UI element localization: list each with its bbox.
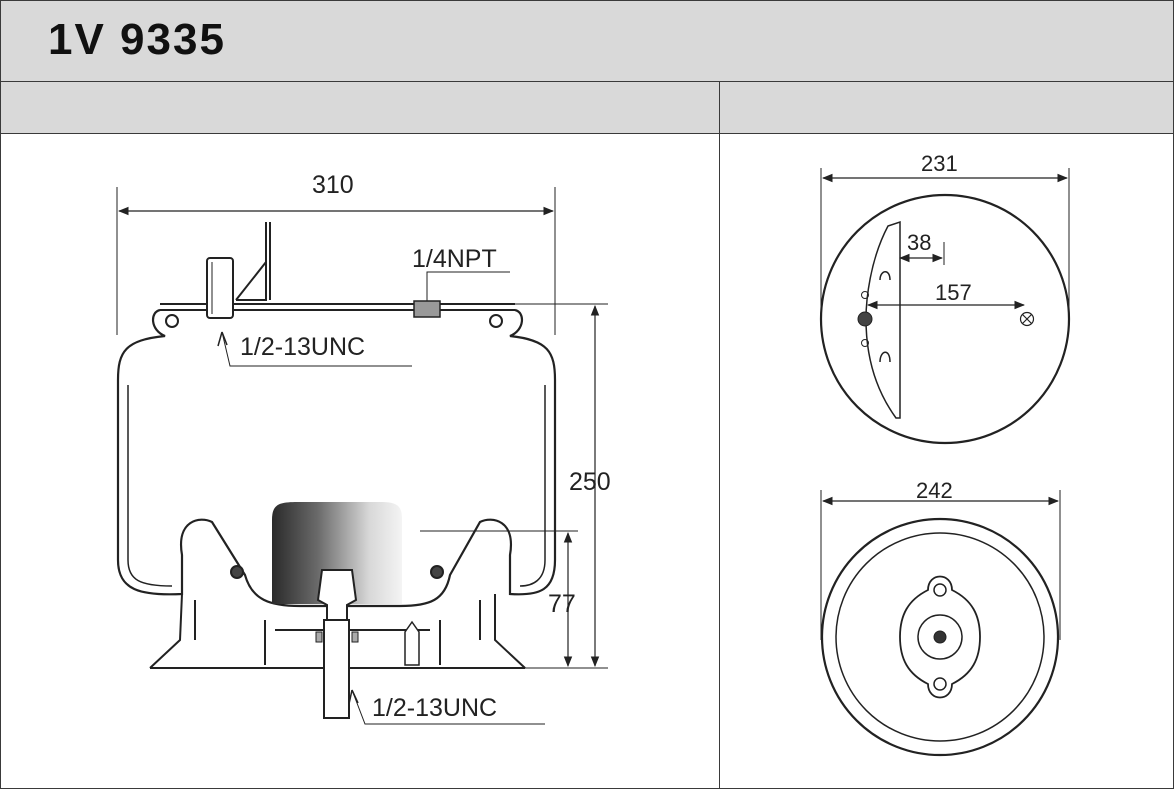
piston-bead-left [230,565,244,579]
subheader-right [720,82,1173,134]
bead-left [165,314,179,328]
air-fitting-leader [426,271,510,301]
header-bar: 1V 9335 [1,1,1173,82]
offset-label: 38 [907,230,931,255]
bottom-stud-nut [316,569,358,621]
top-diameter-label: 231 [921,151,958,176]
top-stud-label: 1/2-13UNC [240,333,365,361]
side-view [116,187,608,725]
stud-spacing-label: 157 [935,280,972,305]
top-stud-hex [857,311,873,327]
bottom-plate-circle [820,517,1060,757]
top-bracket [865,220,901,419]
top-stud-leader [221,331,412,367]
part-number-title: 1V 9335 [48,15,226,64]
air-fitting [413,300,441,318]
bottom-stud-leader [351,689,545,725]
top-view [819,168,1071,445]
subheader-left [1,82,720,134]
width-label: 310 [312,171,354,199]
panel-divider [719,134,720,788]
bottom-stud [323,619,350,719]
bottom-diameter-label: 242 [916,478,953,503]
bottom-flange [899,575,981,699]
top-plate-circle [819,193,1071,445]
top-stud [206,257,234,319]
bottom-stud-center [933,630,947,644]
bellows-outline [116,308,557,608]
air-fitting-label: 1/4NPT [412,245,497,273]
bottom-stud-label: 1/2-13UNC [372,694,497,722]
piston-height-label: 77 [548,590,576,618]
mounting-bracket [235,222,267,301]
height-label: 250 [569,468,611,496]
alignment-pin [404,620,420,666]
air-inlet-symbol [1019,311,1035,327]
bead-right [489,314,503,328]
bottom-view [820,490,1061,757]
piston [272,502,402,604]
piston-bead-right [430,565,444,579]
